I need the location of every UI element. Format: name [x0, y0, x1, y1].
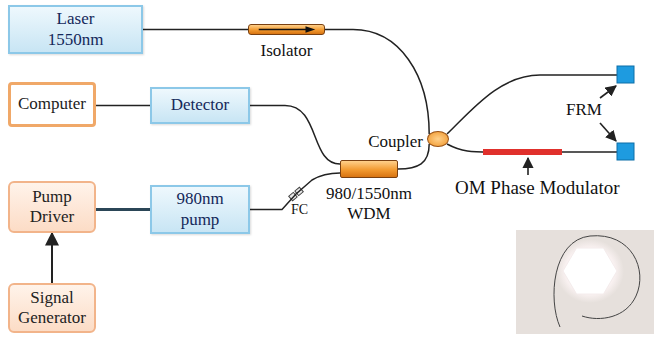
component-shape: Isolator [248, 24, 325, 35]
fiber-link [325, 30, 429, 135]
component-label: Coupler [368, 132, 423, 152]
device-box: Signal Generator [8, 283, 96, 333]
fiber-arm [447, 75, 617, 134]
component-shape: 980/1550nm WDM [340, 160, 398, 178]
leader-arrow [527, 158, 529, 175]
frm-mirror [617, 143, 634, 160]
fiber-link [250, 106, 340, 165]
leader-arrow [600, 86, 616, 98]
part-label: FRM [566, 100, 602, 120]
device-box: Computer [8, 82, 96, 127]
component-shape: Coupler [427, 131, 449, 147]
box-label: Detector [171, 95, 230, 115]
box-label: Laser 1550nm [45, 9, 107, 50]
part-label: FC [291, 202, 308, 219]
part-label: OM Phase Modulator [455, 177, 620, 200]
box-label: Computer [18, 94, 86, 114]
box-label: Signal Generator [14, 288, 90, 329]
leader-arrow [600, 123, 616, 141]
phase-modulator-bar [483, 149, 562, 155]
box-label: Pump Driver [16, 187, 88, 228]
fiber-link [96, 105, 150, 107]
fiber-photo [516, 230, 654, 334]
device-box: Pump Driver [8, 181, 96, 233]
fiber-link [51, 233, 53, 283]
device-box: Detector [150, 87, 250, 124]
frm-mirror [617, 66, 634, 83]
fiber-link [96, 208, 150, 211]
isolator-arrow [249, 25, 324, 34]
device-box: 980nm pump [150, 185, 250, 234]
box-label: 980nm pump [170, 189, 230, 230]
component-label: Isolator [261, 41, 313, 61]
fiber-link [143, 29, 248, 31]
device-box: Laser 1550nm [8, 5, 143, 54]
component-label: 980/1550nm WDM [319, 184, 419, 225]
